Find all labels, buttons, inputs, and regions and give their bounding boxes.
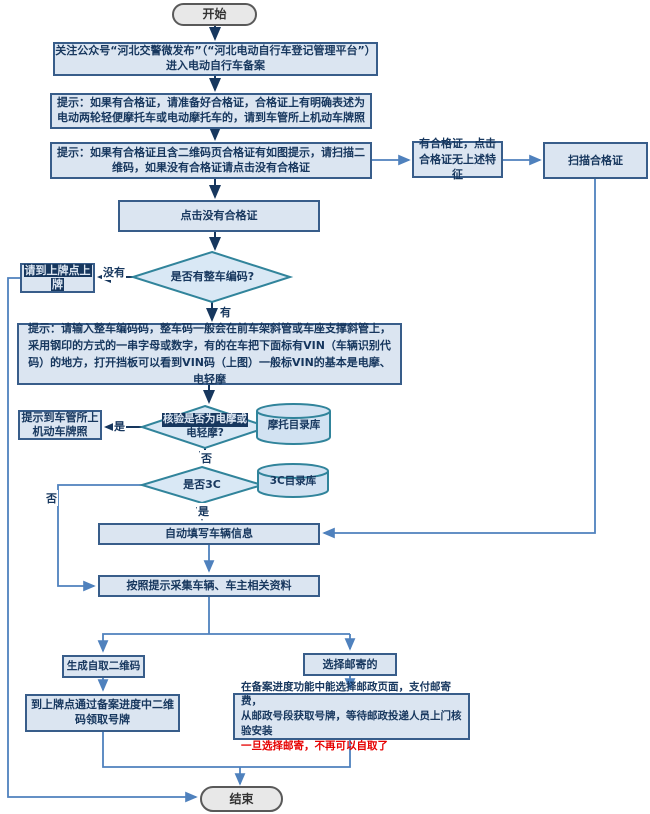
mail-detail-warning: 一旦选择邮寄，不再可以自取了: [241, 739, 388, 752]
process-follow-account: 关注公众号“河北交警微发布”（“河北电动自行车登记管理平台”）进入电动自行车备案: [53, 42, 378, 76]
process-tip-dmv-plate: 提示到车管所上机动车牌照: [18, 410, 102, 440]
process-tip-certificate-label: 提示：如果有合格证，请准备好合格证，合格证上有明确表述为电动两轮轻便摩托车或电动…: [57, 96, 365, 124]
process-tip-enter-code-label: 提示：请输入整车编码码，整车码一般会在前车架斜管或车座支撑斜管上，采用钢印的方式…: [28, 321, 391, 387]
end-label: 结束: [229, 791, 254, 806]
start-label: 开始: [202, 7, 227, 22]
process-pickup-plate-label: 到上牌点通过备案进度中二维码领取号牌: [31, 698, 174, 726]
edge-merge-bottom: [102, 732, 351, 768]
process-pickup-plate: 到上牌点通过备案进度中二维码领取号牌: [25, 694, 180, 732]
mail-detail-line2: 从邮政号段获取号牌，等待邮政投递人员上门核验安装: [241, 710, 462, 737]
cylinder-moto-catalog: [256, 403, 331, 445]
edge-label-no-code: 没有: [102, 264, 126, 280]
process-go-plate-point-label: 请到上牌点上 牌: [23, 264, 92, 291]
end-node: 结束: [200, 786, 283, 812]
process-choose-mail: 选择邮寄的: [303, 653, 397, 676]
edge-plate-point-to-end: [7, 277, 198, 803]
process-tip-qrcode: 提示：如果有合格证且含二维码页合格证有如图提示，请扫描二维码，如果没有合格证请点…: [50, 142, 372, 179]
cylinder-3c-catalog-label: 3C目录库: [269, 475, 317, 488]
decision-has-vehicle-code: [129, 250, 294, 304]
process-tip-qrcode-label: 提示：如果有合格证且含二维码页合格证有如图提示，请扫描二维码，如果没有合格证请点…: [57, 145, 365, 174]
edge-label-not-3c: 否: [45, 490, 58, 506]
process-generate-qrcode: 生成自取二维码: [62, 655, 145, 678]
edge-scan-to-autofill: [322, 179, 596, 539]
edge-label-yes-moto: 是: [113, 418, 126, 434]
edge-label-not-moto: 否: [200, 450, 213, 466]
edge-split-to-qrcode: [97, 633, 350, 653]
edge-label-has-code: 有: [219, 304, 232, 320]
process-tip-certificate: 提示：如果有合格证，请准备好合格证，合格证上有明确表述为电动两轮轻便摩托车或电动…: [50, 93, 372, 129]
process-auto-fill-info: 自动填写车辆信息: [98, 523, 320, 545]
cylinder-3c-catalog: [257, 463, 329, 498]
cylinder-moto-catalog-label: 摩托目录库: [267, 419, 321, 432]
process-scan-certificate: 扫描合格证: [543, 142, 648, 179]
process-tip-dmv-plate-label: 提示到车管所上机动车牌照: [21, 410, 99, 438]
start-node: 开始: [172, 3, 257, 26]
process-auto-fill-info-label: 自动填写车辆信息: [165, 527, 253, 541]
process-choose-mail-label: 选择邮寄的: [322, 657, 378, 671]
process-scan-certificate-label: 扫描合格证: [568, 153, 623, 167]
process-has-cert-no-feature: 有合格证，点击合格证无上述特征: [412, 137, 503, 181]
process-tip-enter-code: 提示：请输入整车编码码，整车码一般会在前车架斜管或车座支撑斜管上，采用钢印的方式…: [17, 321, 402, 387]
process-go-plate-point: 请到上牌点上 牌: [20, 263, 95, 293]
process-click-no-certificate: 点击没有合格证: [118, 200, 320, 232]
decision-is-3c-label: 是否3C: [183, 477, 221, 491]
mail-detail-line1: 在备案进度功能中能选择邮政页面，支付邮寄费，: [241, 680, 451, 708]
process-has-cert-no-feature-label: 有合格证，点击合格证无上述特征: [419, 137, 496, 182]
decision-has-vehicle-code-label: 是否有整车编码?: [170, 269, 255, 283]
process-mail-detail: 在备案进度功能中能选择邮政页面，支付邮寄费， 从邮政号段获取号牌，等待邮政投递人…: [233, 681, 470, 752]
process-collect-info: 按照提示采集车辆、车主相关资料: [98, 575, 320, 597]
edge-3c-no-to-collect: [57, 484, 142, 592]
process-generate-qrcode-label: 生成自取二维码: [66, 660, 141, 673]
process-click-no-certificate-label: 点击没有合格证: [180, 209, 258, 223]
decision-verify-moto-label: 核验是否为电摩或 电轻摩?: [162, 413, 248, 439]
process-follow-account-label: 关注公众号“河北交警微发布”（“河北电动自行车登记管理平台”）进入电动自行车备案: [55, 44, 376, 72]
edge-label-yes-3c: 是: [197, 503, 210, 519]
process-collect-info-label: 按照提示采集车辆、车主相关资料: [126, 579, 292, 593]
